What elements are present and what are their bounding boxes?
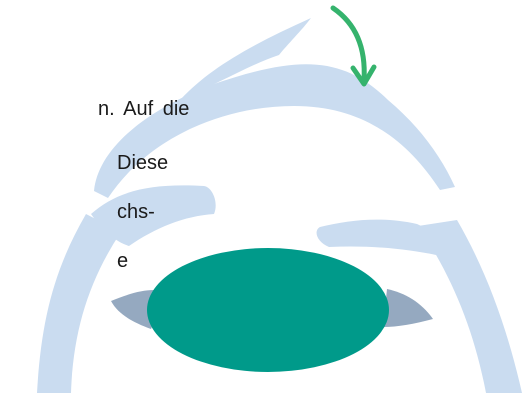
right-iris-shadow <box>383 289 433 327</box>
cornea-dome <box>94 64 455 198</box>
outer-eye-wall-left <box>37 214 121 393</box>
lens <box>147 248 389 372</box>
